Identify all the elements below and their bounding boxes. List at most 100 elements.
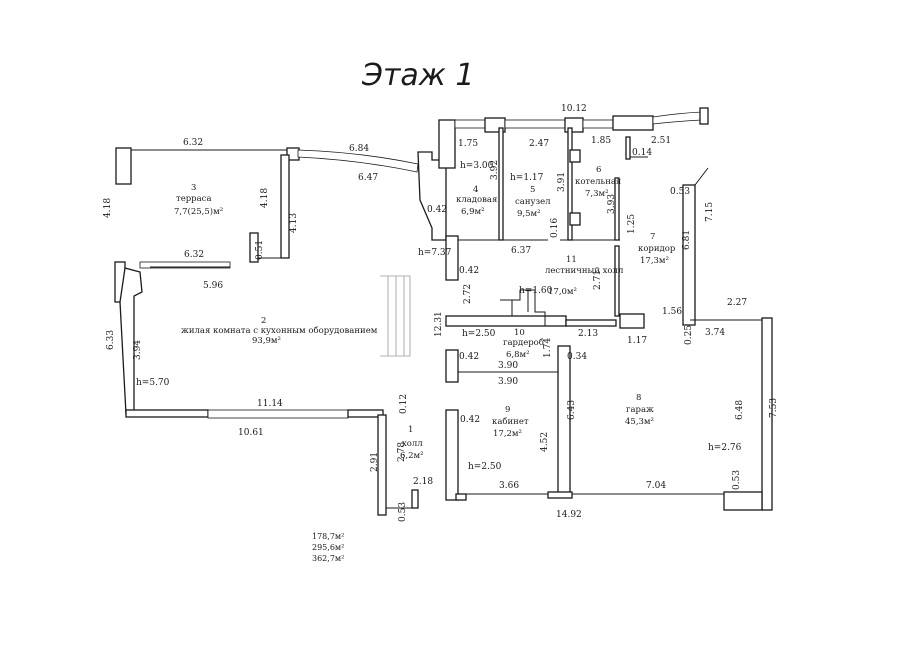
height-label: h=1.17 — [510, 173, 544, 183]
wall-block — [565, 319, 617, 327]
wall-block — [411, 489, 419, 509]
height-label: h=1.60 — [519, 286, 553, 296]
dimension-label: 3.92 — [490, 160, 500, 180]
dimension-label: 6.43 — [567, 400, 577, 420]
dimension-label: 6.84 — [349, 144, 369, 154]
area-totals: 178,7м² 295,6м² 362,7м² — [312, 532, 344, 563]
room-10-num: 10 — [514, 328, 525, 338]
room-8-num: 8 — [636, 393, 641, 403]
wall-block — [682, 184, 696, 326]
room-7-name: коридор — [638, 244, 676, 254]
dimension-label: 10.12 — [561, 104, 587, 114]
dimension-label: 3.74 — [705, 328, 725, 338]
room-3-num: 3 — [191, 183, 196, 193]
wall-block — [569, 149, 581, 163]
window-top-d — [652, 111, 703, 125]
wall-block — [619, 313, 645, 329]
window-top-a — [454, 119, 486, 129]
room-labels: 1 холл 6,2м² 2 жилая комната с кухонным … — [174, 165, 676, 461]
dimension-label: 7.53 — [769, 398, 779, 418]
dimension-label: 4.18 — [260, 188, 270, 208]
room-1-area: 6,2м² — [400, 451, 424, 461]
dimension-label: 6.32 — [184, 250, 204, 260]
wall-block — [723, 491, 763, 511]
dimension-label: 6.32 — [183, 138, 203, 148]
dimension-label: 0.34 — [567, 352, 587, 362]
dimension-label: 6.47 — [358, 173, 378, 183]
wall-block — [569, 212, 581, 226]
dimension-label: 0.14 — [632, 148, 652, 158]
room-11-name: лестничный холл — [545, 266, 624, 276]
room-9-area: 17,2м² — [493, 429, 522, 439]
wall-block — [280, 154, 290, 259]
wall-block — [699, 107, 709, 125]
wall-block — [119, 267, 143, 415]
dimension-label: 2.78 — [397, 442, 407, 462]
dimension-label: 1.75 — [458, 139, 478, 149]
room-1-num: 1 — [408, 425, 413, 435]
wall-block — [445, 235, 459, 281]
wall-block — [445, 349, 459, 383]
wall-block — [347, 409, 384, 418]
room-3-name: терраса — [176, 194, 212, 204]
room-8-area: 45,3м² — [625, 417, 654, 427]
dimension-label: 4.13 — [289, 213, 299, 233]
room-4-area: 6,9м² — [461, 207, 485, 217]
window-curved — [297, 149, 419, 173]
total-area: 178,7м² — [312, 532, 344, 541]
room-10-area: 6,8м² — [506, 350, 530, 360]
dimension-label: 2.27 — [727, 298, 747, 308]
wall-block — [498, 127, 504, 241]
room-5-num: 5 — [530, 185, 535, 195]
room-1-name: холл — [402, 439, 423, 449]
stair-left — [380, 275, 411, 357]
height-labels: h=3.00 h=1.17 h=7.37 h=1.60 h=2.50 h=5.7… — [136, 161, 742, 472]
wall-block — [547, 491, 573, 499]
room-7-num: 7 — [650, 232, 655, 242]
wall-block — [625, 136, 631, 160]
dimension-label: 12.31 — [434, 311, 444, 337]
room-4-num: 4 — [473, 185, 478, 195]
dimension-label: 1.25 — [627, 214, 637, 234]
room-2-num: 2 — [261, 316, 266, 326]
wall-block — [115, 147, 132, 185]
wall-block — [438, 119, 456, 169]
room-10-name: гардероб — [503, 337, 544, 348]
dimension-label: 6.48 — [735, 400, 745, 420]
window-bottom-living — [207, 409, 349, 419]
dimension-label: 0.53 — [732, 470, 742, 490]
dimension-label: 3.90 — [498, 377, 518, 387]
dimension-label: 4.18 — [103, 198, 113, 218]
dimension-label: 4.52 — [540, 432, 550, 452]
room-3-area: 7,7(25,5)м² — [174, 206, 223, 217]
walls — [114, 107, 773, 516]
total-area: 362,7м² — [312, 554, 344, 563]
dimension-label: 0.53 — [398, 502, 408, 522]
wall-block — [445, 315, 567, 327]
dimension-label: 0.25 — [684, 325, 694, 345]
room-7-area: 17,3м² — [640, 256, 669, 266]
wall-block — [249, 232, 259, 263]
wall-block — [377, 414, 387, 516]
dimension-label: 7.15 — [705, 202, 715, 222]
dimension-label: 2.71 — [593, 270, 603, 290]
room-4-name: кладовая — [456, 195, 497, 205]
dimension-label: 3.66 — [499, 481, 519, 491]
dimension-label: 0.53 — [670, 187, 690, 197]
dimension-label: 0.42 — [460, 415, 480, 425]
room-5-area: 9,5м² — [517, 209, 541, 219]
dimension-label: 0.42 — [459, 266, 479, 276]
dimension-label: 0.42 — [427, 205, 447, 215]
dimension-label: 10.61 — [238, 428, 264, 438]
room-9-name: кабинет — [492, 416, 529, 427]
dimension-label: 2.18 — [413, 477, 433, 487]
dimension-label: 3.91 — [557, 172, 567, 192]
dimension-label: 1.74 — [543, 338, 553, 358]
height-label: h=3.00 — [460, 161, 494, 171]
stair-right — [500, 289, 546, 326]
dimension-label: 1.56 — [662, 307, 682, 317]
dimension-label: 2.47 — [529, 139, 549, 149]
dimensions: 10.12 6.32 6.84 6.47 1.75 2.47 1.85 2.51… — [183, 104, 747, 520]
wall-block — [125, 409, 209, 418]
height-label: h=7.37 — [418, 248, 452, 258]
